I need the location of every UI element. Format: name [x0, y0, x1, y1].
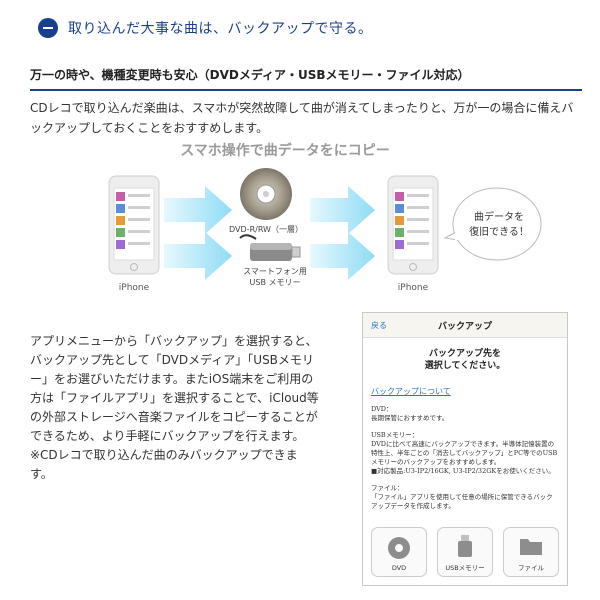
file-heading: ファイル：	[371, 484, 404, 492]
section-header: 取り込んだ大事な曲は、バックアップで守る。	[38, 18, 373, 38]
arrow-usb-to-iphone	[310, 232, 375, 280]
subsection-heading: 万一の時や、機種変更時も安心（DVDメディア・USBメモリー・ファイル対応）	[30, 66, 582, 91]
disc-icon	[240, 168, 292, 220]
minus-circle-icon	[38, 18, 58, 38]
usb-option-button[interactable]: USBメモリー	[437, 527, 493, 577]
backup-diagram: スマホ操作で曲データをにコピー iPhone DVD-R/RW（一層） スマート…	[108, 142, 542, 293]
right-iphone-image	[387, 175, 439, 275]
bubble-line1: 曲データを	[474, 210, 524, 223]
usb-note: ■対応製品:U3-IP2/16GK, U3-IP2/32GKをお使いください。	[371, 467, 555, 475]
dvd-option-button[interactable]: DVD	[371, 527, 427, 577]
screen-title: バックアップ	[437, 321, 492, 332]
dvd-text: 長期保管におすすめです。	[371, 414, 449, 422]
diagram-title: スマホ操作で曲データをにコピー	[180, 142, 390, 159]
dvd-option-label: DVD	[391, 564, 407, 572]
section-header-text: 取り込んだ大事な曲は、バックアップで守る。	[68, 21, 373, 37]
usb-option-label: USBメモリー	[445, 564, 485, 572]
body-text: アプリメニューから「バックアップ」を選択すると、バックアップ先として「DVDメデ…	[30, 332, 320, 484]
intro-paragraph: CDレコで取り込んだ楽曲は、スマホが突然故障して曲が消えてしまったりと、万が一の…	[30, 101, 574, 135]
body-paragraph: アプリメニューから「バックアップ」を選択すると、バックアップ先として「DVDメデ…	[30, 334, 319, 443]
nav-bar: 戻る バックアップ	[363, 313, 567, 338]
left-iphone-label: iPhone	[119, 283, 150, 293]
file-info: ファイル： 「ファイル」アプリを使用して任意の場所に保管できるバックアップデータ…	[371, 484, 559, 511]
body-note: ※CDレコで取り込んだ曲のみバックアップできます。	[30, 448, 298, 481]
prompt-line1: バックアップ先を	[428, 349, 501, 359]
back-button[interactable]: 戻る	[371, 321, 387, 330]
usb-heading: USBメモリー：	[371, 431, 419, 439]
dvd-heading: DVD：	[371, 405, 393, 413]
about-backup-link[interactable]: バックアップについて	[371, 387, 451, 396]
left-iphone-image	[108, 175, 160, 275]
destination-options: DVD USBメモリー ファイル	[371, 527, 559, 577]
usb-label-line1: スマートフォン用	[243, 267, 307, 276]
bubble-line2: 復旧できる！	[469, 225, 529, 238]
right-iphone-label: iPhone	[398, 283, 429, 293]
file-text: 「ファイル」アプリを使用して任意の場所に保管できるバックアップデータを作成します…	[371, 493, 553, 510]
arrow-dvd-to-iphone	[310, 186, 375, 234]
speech-bubble	[443, 187, 542, 261]
file-option-label: ファイル	[518, 564, 544, 572]
prompt-line2: 選択してください。	[424, 361, 506, 371]
arrow-to-dvd	[164, 186, 232, 234]
backup-prompt: バックアップ先を 選択してください。	[363, 348, 567, 372]
usb-drive-icon	[239, 234, 301, 261]
backup-screen-screenshot: 戻る バックアップ バックアップ先を 選択してください。 バックアップについて …	[362, 312, 568, 586]
dvd-label: DVD-R/RW（一層）	[229, 225, 303, 234]
file-option-button[interactable]: ファイル	[503, 527, 559, 577]
folder-icon	[520, 539, 542, 555]
usb-text: DVDに比べて高速にバックアップできます。半導体記憶装置の特性上、半年ごとの「消…	[371, 440, 558, 466]
dvd-info: DVD： 長期保管におすすめです。	[371, 405, 559, 423]
usb-info: USBメモリー： DVDに比べて高速にバックアップできます。半導体記憶装置の特性…	[371, 431, 559, 476]
usb-drive-icon	[458, 535, 472, 557]
usb-label-line2: USB メモリー	[250, 278, 301, 287]
disc-icon	[388, 537, 410, 559]
arrow-to-usb	[164, 232, 232, 280]
